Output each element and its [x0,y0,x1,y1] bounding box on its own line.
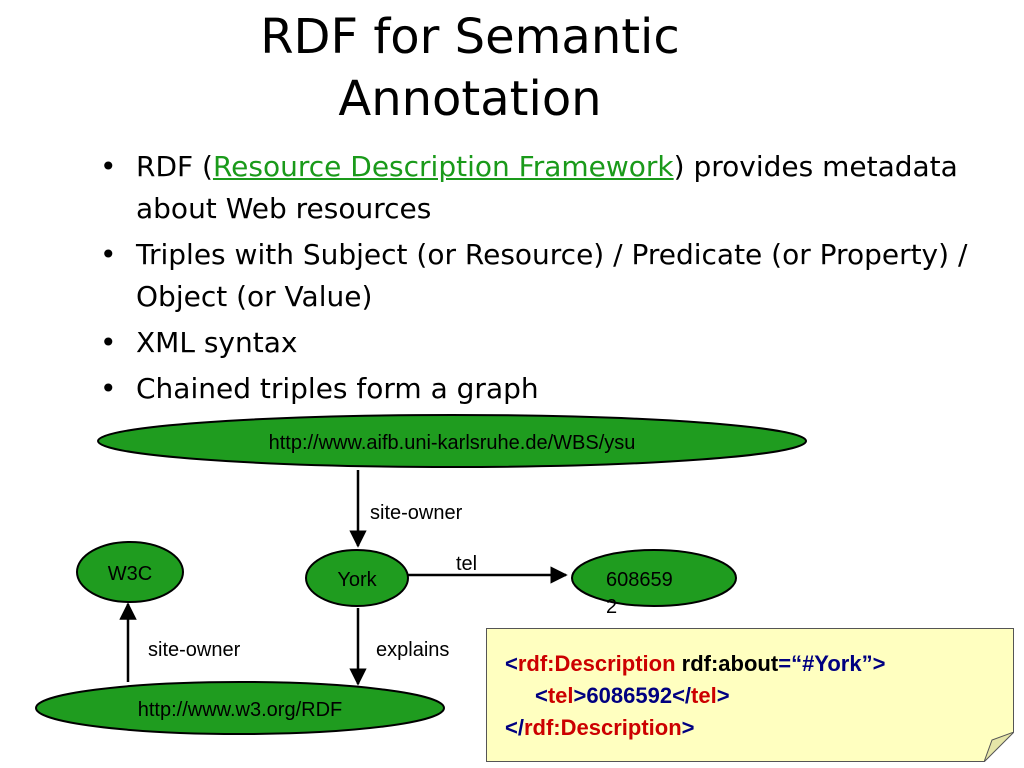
edge-tel-label: tel [456,553,477,575]
edge-site-owner-1-label: site-owner [370,502,463,524]
node-phone [571,549,737,607]
bullet-rdf: RDF (Resource Description Framework) pro… [100,146,980,230]
node-w3rdf-label: http://www.w3.org/RDF [138,699,343,721]
node-w3c [76,541,184,603]
bullet-rdf-suffix: ) provides metadata about Web resources [136,150,958,225]
code-line-2: <tel>6086592</tel> [535,683,730,708]
bullet-xml: XML syntax [100,322,980,364]
bullet-rdf-prefix: RDF ( [136,150,213,183]
node-phone-label-wrap: 2 [606,596,617,618]
code-line-3: </rdf:Description> [505,715,695,740]
node-w3rdf [35,681,445,735]
bullet-chained: Chained triples form a graph [100,368,980,410]
page-curl-icon [984,732,1014,762]
node-w3c-label: W3C [108,563,152,585]
title-line-2: Annotation [338,71,602,127]
title-line-1: RDF for Semantic [260,9,680,65]
node-aifb-label: http://www.aifb.uni-karlsruhe.de/WBS/ysu [269,432,636,454]
node-york [305,549,409,607]
bullet-triples: Triples with Subject (or Resource) / Pre… [100,234,980,318]
edge-explains-label: explains [376,639,449,661]
node-aifb [97,414,807,468]
node-york-label: York [337,569,377,591]
bullet-list: RDF (Resource Description Framework) pro… [100,146,980,414]
rdf-link[interactable]: Resource Description Framework [212,150,674,183]
slide-title: RDF for Semantic Annotation [160,6,780,130]
rdf-xml-code-box: <rdf:Description rdf:about=“#York”> <tel… [486,628,1014,762]
node-phone-label: 608659 [606,569,673,591]
code-line-1: <rdf:Description rdf:about=“#York”> [505,651,886,676]
edge-site-owner-2-label: site-owner [148,639,241,661]
